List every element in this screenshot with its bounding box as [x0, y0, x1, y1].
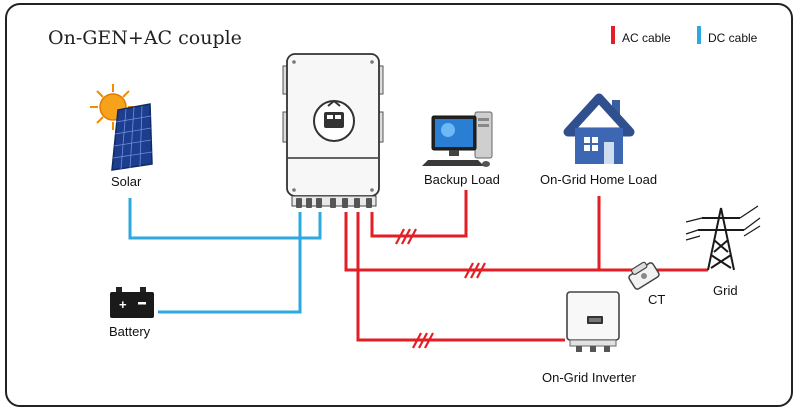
legend-dc-swatch	[697, 26, 701, 44]
grid-tower-icon	[685, 205, 761, 271]
ac-cable-backup	[370, 190, 468, 238]
cable-hash-marks	[395, 228, 486, 349]
hybrid-inverter-icon	[282, 53, 384, 208]
solar-label: Solar	[111, 174, 142, 189]
backup-load-label: Backup Load	[424, 172, 500, 187]
ct-label: CT	[648, 292, 665, 307]
house-icon	[563, 93, 635, 164]
dc-cable-battery	[158, 212, 302, 314]
diagram-frame	[5, 3, 793, 407]
legend-ac-label: AC cable	[622, 31, 671, 45]
ac-cable-grid	[344, 212, 708, 272]
battery-label: Battery	[109, 324, 151, 339]
solar-panel-icon	[90, 84, 153, 171]
computer-icon	[422, 111, 493, 167]
home-load-label: On-Grid Home Load	[540, 172, 657, 187]
ongrid-inverter-icon	[566, 291, 620, 352]
grid-label: Grid	[713, 283, 738, 298]
diagram-title: On-GEN+AC couple	[48, 27, 242, 49]
battery-icon: +	[110, 287, 154, 318]
ct-clamp-icon	[628, 261, 660, 290]
ac-cable-ongrid-inverter	[356, 212, 565, 342]
dc-cable-solar	[128, 198, 322, 240]
legend-ac-swatch	[611, 26, 615, 44]
legend: AC cable DC cable	[611, 26, 758, 45]
svg-text:+: +	[119, 297, 127, 312]
legend-dc-label: DC cable	[708, 31, 758, 45]
ac-cables	[344, 190, 708, 342]
dc-cables	[128, 198, 322, 314]
ongrid-inverter-label: On-Grid Inverter	[542, 370, 637, 385]
